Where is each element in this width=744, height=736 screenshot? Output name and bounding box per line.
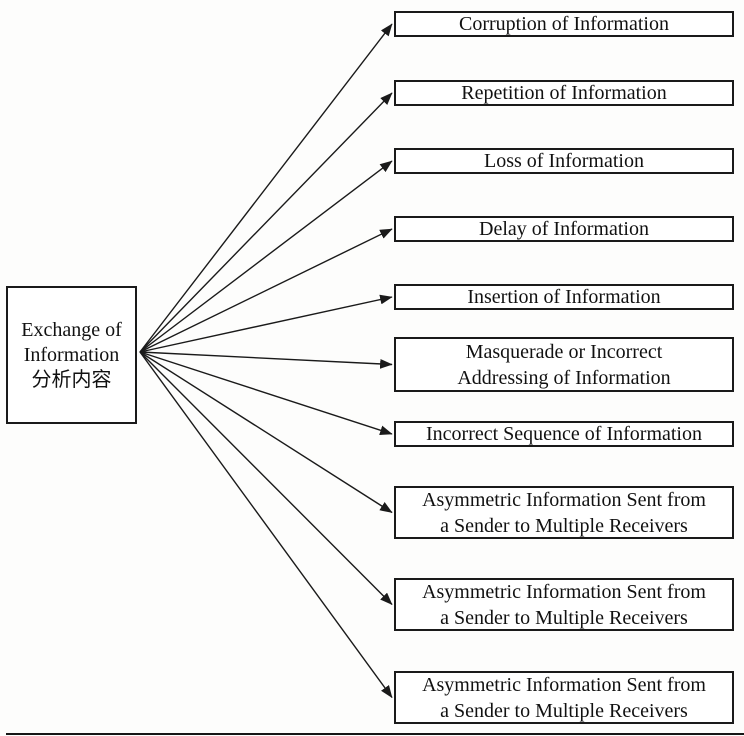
node-asymmetric-information-3: Asymmetric Information Sent from a Sende…: [394, 671, 734, 724]
source-label-line1: Exchange of: [21, 318, 122, 341]
node-corruption-of-information: Corruption of Information: [394, 11, 734, 37]
node-exchange-of-information: Exchange of Information 分析内容: [6, 286, 137, 424]
source-label-line2: Information: [23, 343, 120, 366]
node-asymmetric-information-2: Asymmetric Information Sent from a Sende…: [394, 578, 734, 631]
source-label-line3: 分析内容: [31, 368, 112, 391]
bottom-rule: [6, 733, 744, 735]
node-loss-of-information: Loss of Information: [394, 148, 734, 174]
node-masquerade-or-incorrect-addressing: Masquerade or Incorrect Addressing of In…: [394, 337, 734, 392]
node-insertion-of-information: Insertion of Information: [394, 284, 734, 310]
node-repetition-of-information: Repetition of Information: [394, 80, 734, 106]
node-incorrect-sequence-of-information: Incorrect Sequence of Information: [394, 421, 734, 447]
node-asymmetric-information-1: Asymmetric Information Sent from a Sende…: [394, 486, 734, 539]
node-delay-of-information: Delay of Information: [394, 216, 734, 242]
